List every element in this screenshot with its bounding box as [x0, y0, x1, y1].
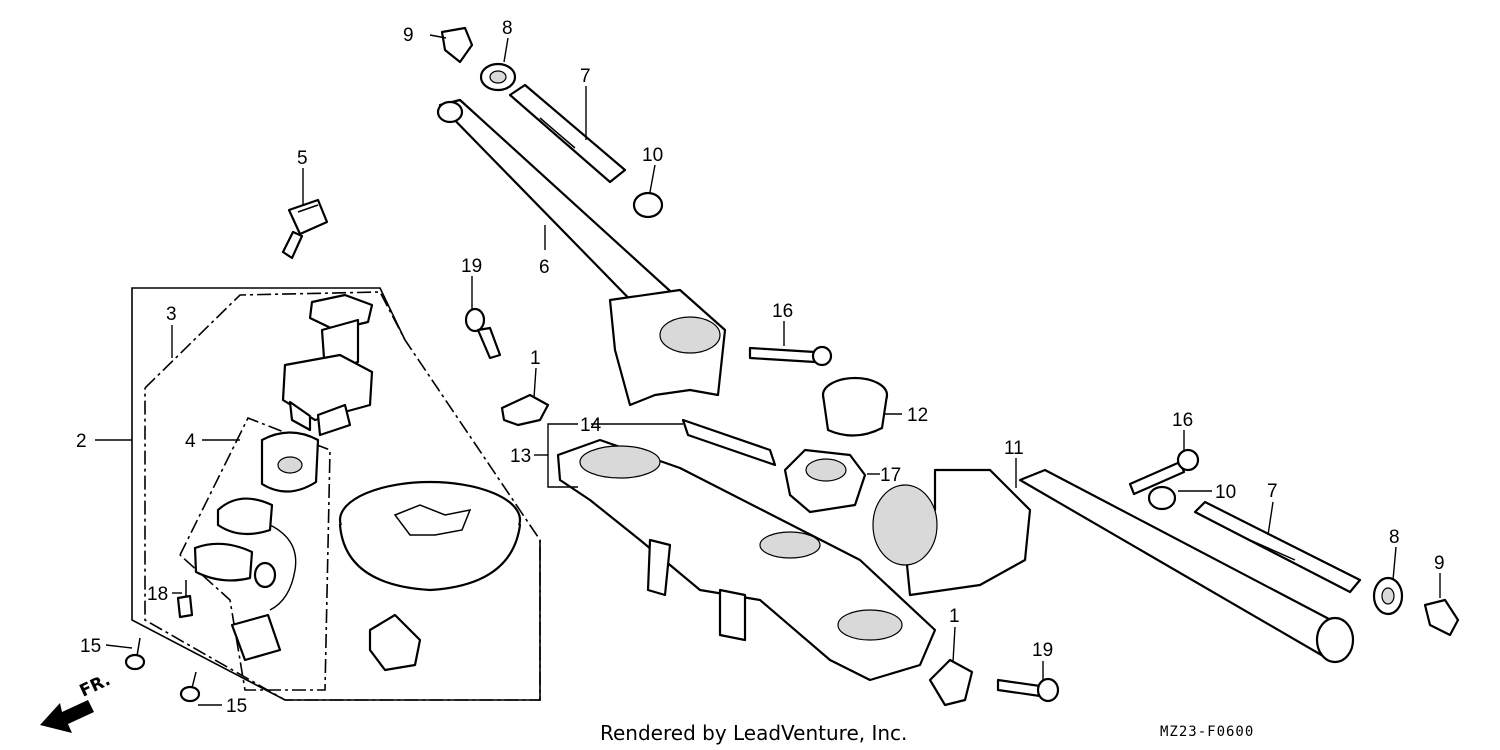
callout-16-upper: 16 [772, 301, 793, 322]
callout-2: 2 [76, 431, 87, 452]
callout-9-lower: 9 [1434, 553, 1445, 574]
callout-11: 11 [1004, 438, 1024, 459]
collar-part-8b[interactable] [1372, 576, 1404, 616]
screw-part-15b[interactable] [179, 671, 201, 703]
clip-part-9b[interactable] [1423, 598, 1460, 637]
nut-part-10a[interactable] [632, 191, 664, 219]
bar-end-weight-part-7b[interactable] [1193, 500, 1362, 594]
stem-nut-part-17[interactable] [783, 448, 867, 514]
callout-15-upper: 15 [80, 636, 101, 657]
callout-13: 13 [510, 446, 531, 467]
callout-14: 14 [580, 415, 602, 436]
key-part-5[interactable] [281, 198, 329, 260]
callout-9-top: 9 [403, 25, 414, 46]
callout-6: 6 [539, 257, 550, 278]
ignition-switch-assembly[interactable] [281, 293, 374, 437]
clip-part-1a[interactable] [500, 393, 550, 427]
collar-part-8a[interactable] [479, 62, 517, 92]
bolt-part-16a[interactable] [748, 345, 833, 367]
leader-lines [95, 34, 1441, 706]
screw-part-18[interactable] [176, 580, 194, 619]
callout-5: 5 [297, 148, 308, 169]
callout-19-right: 19 [1032, 640, 1053, 661]
front-arrow-icon [40, 700, 94, 733]
callout-labels: 9 8 7 10 5 6 19 1 16 12 14 13 17 11 16 1… [76, 18, 1445, 717]
callout-15-lower: 15 [226, 696, 247, 717]
callout-16-lower: 16 [1172, 410, 1193, 431]
callout-17: 17 [880, 465, 901, 486]
top-bridge-part-13[interactable] [556, 438, 937, 682]
callout-3: 3 [166, 304, 177, 325]
callout-12: 12 [907, 405, 928, 426]
bar-end-weight-part-7a[interactable] [508, 83, 627, 184]
cover-cap[interactable] [338, 480, 522, 672]
callout-18: 18 [147, 584, 168, 605]
bolt-part-16b[interactable] [1128, 448, 1200, 496]
clip-part-1b[interactable] [928, 658, 974, 707]
clip-part-9a[interactable] [440, 26, 474, 64]
callout-1-upper: 1 [530, 348, 541, 369]
front-direction-indicator: FR. [40, 670, 114, 733]
callout-10-top: 10 [642, 145, 663, 166]
screw-part-15a[interactable] [124, 637, 146, 671]
callout-19-left: 19 [461, 256, 482, 277]
bolt-part-19a[interactable] [464, 307, 502, 360]
ignition-group-frame [131, 287, 541, 701]
front-direction-label: FR. [77, 670, 114, 701]
callout-7-top: 7 [580, 66, 591, 87]
drawing-code: MZ23-F0600 [1160, 724, 1254, 740]
switch-body-part-4[interactable] [193, 431, 320, 662]
right-handlebar-part-11[interactable] [872, 468, 1355, 664]
cap-part-12[interactable] [821, 376, 889, 437]
callout-1-lower: 1 [949, 606, 960, 627]
callout-8-lower: 8 [1389, 527, 1400, 548]
callout-10-lower: 10 [1215, 482, 1236, 503]
callout-8-top: 8 [502, 18, 513, 39]
left-handlebar-part-6[interactable] [436, 98, 727, 407]
emblem-part-14[interactable] [681, 418, 777, 467]
footer-credit: Rendered by LeadVenture, Inc. [600, 721, 907, 745]
callout-4: 4 [185, 431, 196, 452]
bolt-part-19b[interactable] [996, 677, 1060, 703]
callout-7-lower: 7 [1267, 481, 1278, 502]
nut-part-10b[interactable] [1147, 485, 1177, 511]
